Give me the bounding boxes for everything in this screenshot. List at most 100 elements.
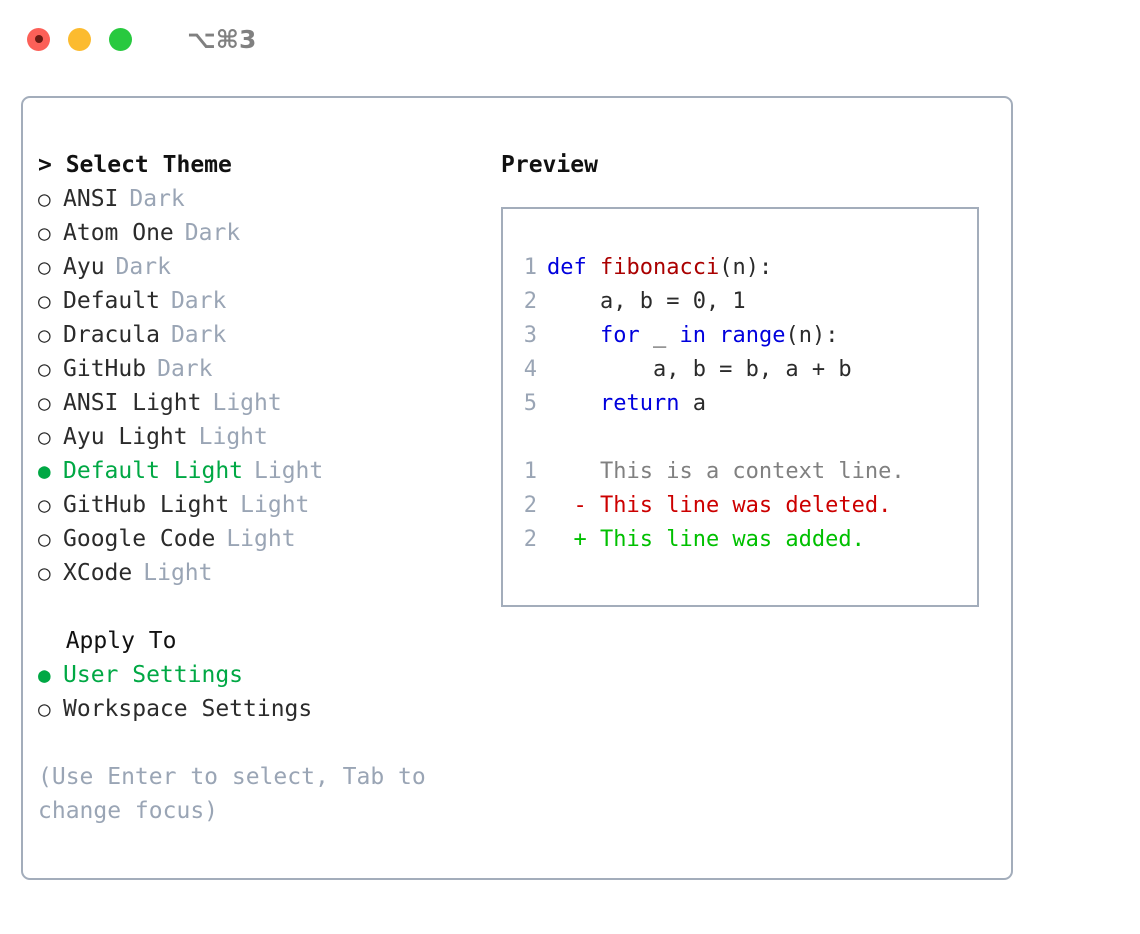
keyboard-shortcut-label: ⌥⌘3 [187, 24, 257, 54]
code-token-plain: (n): [719, 255, 773, 280]
theme-variant-tag: Dark [170, 322, 227, 348]
radio-unselected-icon: ○ [38, 493, 51, 517]
code-line-number: 2 [523, 289, 537, 314]
radio-unselected-icon: ○ [38, 697, 51, 721]
theme-variant-tag: Dark [170, 288, 227, 314]
theme-option-0[interactable]: ○ ANSI Dark [38, 182, 478, 216]
diff-line-number: 2 [523, 493, 537, 518]
theme-option-8[interactable]: ● Default Light Light [38, 454, 478, 488]
radio-unselected-icon: ○ [38, 289, 51, 313]
theme-variant-tag: Dark [115, 254, 171, 280]
code-token-kw: return [599, 391, 680, 416]
theme-variant-tag: Dark [129, 186, 185, 212]
code-line-content: for _ in range(n): [547, 319, 838, 353]
radio-unselected-icon: ○ [38, 357, 51, 381]
titlebar: ⌥⌘3 [0, 0, 1140, 78]
code-line-number: 5 [523, 391, 537, 416]
code-line-number: 4 [523, 357, 537, 382]
theme-option-11[interactable]: ○ XCode Light [38, 556, 478, 590]
code-token-plain: _ [639, 323, 680, 348]
code-token-kw: for [599, 323, 640, 348]
theme-variant-tag: Light [212, 390, 282, 416]
theme-variant-tag: Light [198, 424, 268, 450]
diff-sample: 1 This is a context line.2 - This line w… [503, 455, 977, 557]
diff-line-0: 1 This is a context line. [503, 455, 977, 489]
radio-unselected-icon: ○ [38, 561, 51, 585]
code-token-plain [547, 391, 600, 416]
radio-unselected-icon: ○ [38, 425, 51, 449]
code-line-content: a, b = 0, 1 [547, 285, 746, 319]
code-line-4: 5 return a [503, 387, 977, 421]
code-token-plain [706, 323, 719, 348]
select-theme-heading: > Select Theme [38, 152, 232, 178]
code-line-number: 1 [523, 255, 537, 280]
apply-to-option-list: ●User Settings ○ Workspace Settings [38, 658, 478, 726]
minimize-button[interactable] [68, 27, 91, 51]
code-token-plain: a, b = b, a + b [547, 357, 852, 382]
code-token-plain: a, b = 0, 1 [547, 289, 746, 314]
code-token-kw: def [547, 255, 600, 280]
code-line-1: 2 a, b = 0, 1 [503, 285, 977, 319]
theme-option-4[interactable]: ○ Dracula Dark [38, 318, 478, 352]
window-controls [27, 27, 132, 51]
radio-unselected-icon: ○ [38, 187, 51, 211]
theme-option-label: XCode [63, 560, 133, 586]
theme-option-label: Atom One [63, 220, 174, 246]
code-line-content: a, b = b, a + b [547, 353, 852, 387]
theme-variant-tag: Dark [157, 356, 213, 382]
diff-line-2: 2 + This line was added. [503, 523, 977, 557]
close-button[interactable] [27, 27, 50, 51]
diff-line-1: 2 - This line was deleted. [503, 489, 977, 523]
theme-variant-tag: Light [226, 526, 296, 552]
keyboard-hint-text: (Use Enter to select, Tab to change focu… [38, 764, 440, 824]
code-token-kw: range [719, 323, 786, 348]
radio-unselected-icon: ○ [38, 391, 51, 415]
code-line-3: 4 a, b = b, a + b [503, 353, 977, 387]
code-line-0: 1 def fibonacci(n): [503, 251, 977, 285]
apply-to-heading: Apply To [38, 628, 177, 654]
radio-unselected-icon: ○ [38, 323, 51, 347]
diff-line-content-add: + This line was added. [547, 527, 865, 552]
maximize-button[interactable] [109, 27, 132, 51]
theme-option-label: GitHub [63, 356, 147, 382]
code-line-number: 3 [523, 323, 537, 348]
theme-option-label: ANSI [63, 186, 119, 212]
radio-selected-icon: ● [38, 459, 51, 483]
theme-variant-tag: Light [143, 560, 213, 586]
preview-heading: Preview [501, 152, 598, 178]
diff-line-number: 2 [523, 527, 537, 552]
theme-option-5[interactable]: ○ GitHub Dark [38, 352, 478, 386]
code-line-content: def fibonacci(n): [547, 251, 772, 285]
theme-option-label: ANSI Light [63, 390, 202, 416]
theme-option-label: Default [63, 288, 160, 314]
theme-option-label: Dracula [63, 322, 160, 348]
section-spacer [38, 590, 478, 624]
apply-option-label: User Settings [63, 662, 244, 688]
theme-variant-tag: Light [254, 458, 324, 484]
code-line-2: 3 for _ in range(n): [503, 319, 977, 353]
theme-option-6[interactable]: ○ ANSI Light Light [38, 386, 478, 420]
radio-unselected-icon: ○ [38, 527, 51, 551]
apply-option-label: Workspace Settings [63, 696, 313, 722]
apply-option-0[interactable]: ●User Settings [38, 658, 478, 692]
theme-option-3[interactable]: ○ Default Dark [38, 284, 478, 318]
theme-option-label: Default Light [63, 458, 244, 484]
apply-option-1[interactable]: ○ Workspace Settings [38, 692, 478, 726]
code-line-content: return a [547, 387, 706, 421]
code-token-plain: (n): [785, 323, 839, 348]
code-token-fn: fibonacci [599, 255, 720, 280]
code-token-plain: a [679, 391, 706, 416]
code-token-plain [547, 323, 600, 348]
